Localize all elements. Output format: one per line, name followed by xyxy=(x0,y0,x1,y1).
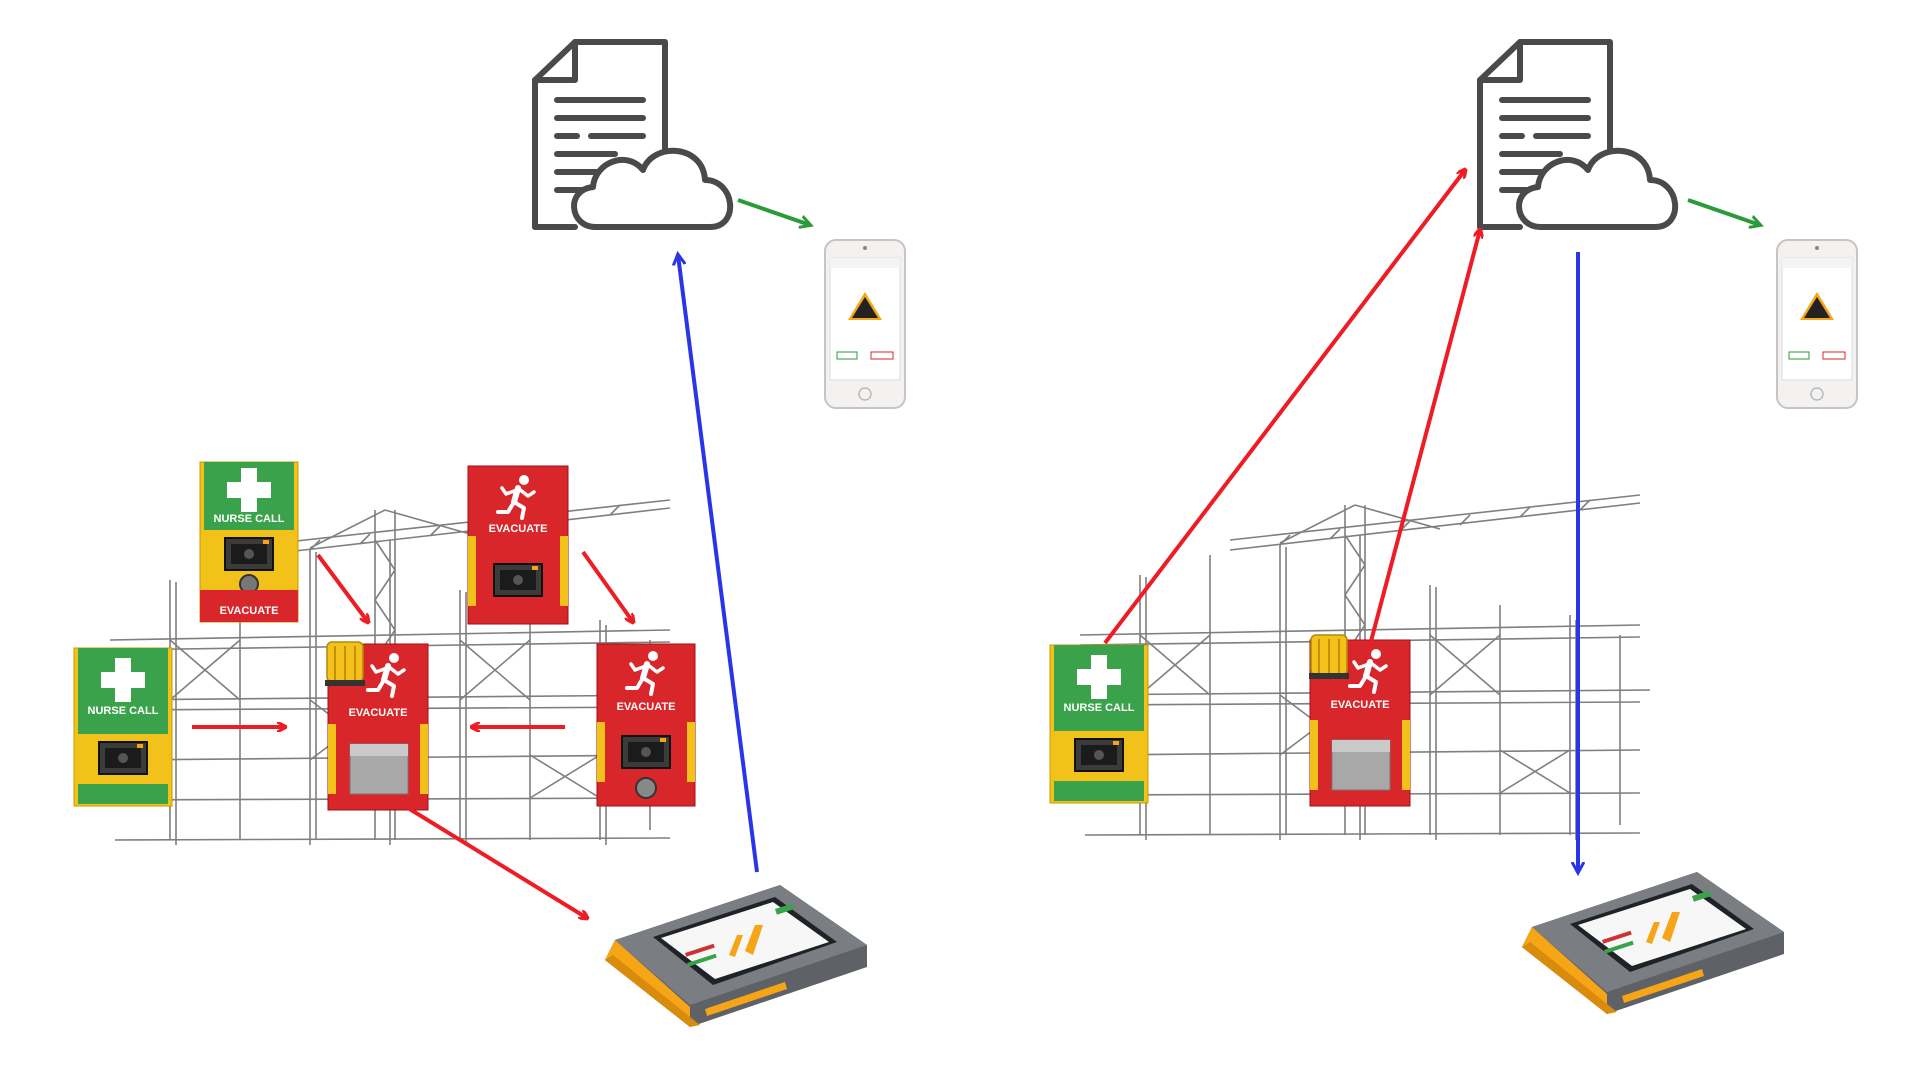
arrow-red xyxy=(1103,170,1465,645)
arrow-red xyxy=(316,553,368,622)
unit-label: NURSE CALL xyxy=(1064,702,1135,714)
unit-label: EVACUATE xyxy=(220,605,279,617)
beacon-icon xyxy=(1308,634,1350,680)
unit-label: NURSE CALL xyxy=(214,513,285,525)
evacuate-unit: EVACUATE xyxy=(596,643,696,807)
arrow-blue xyxy=(678,255,759,873)
document-cloud-icon xyxy=(1480,42,1675,227)
smartphone-icon xyxy=(1776,239,1858,409)
left-scene: NURSE CALL EVACUATE NURSE CALL EVACUATE xyxy=(73,42,906,1027)
unit-label: EVACUATE xyxy=(617,701,676,713)
unit-label: NURSE CALL xyxy=(88,705,159,717)
hub-console-icon xyxy=(1522,872,1784,1014)
nurse-call-unit: NURSE CALL xyxy=(1049,644,1149,804)
arrow-red xyxy=(581,550,633,622)
arrow-green xyxy=(1687,198,1760,225)
arrow-red xyxy=(406,806,587,918)
nurse-call-unit: NURSE CALL xyxy=(73,647,173,807)
unit-label: EVACUATE xyxy=(489,523,548,535)
beacon-icon xyxy=(324,641,366,687)
evacuate-unit: EVACUATE xyxy=(467,465,569,625)
document-cloud-icon xyxy=(535,42,730,227)
right-scene: NURSE CALL EVACUATE xyxy=(1049,42,1858,1014)
hub-console-icon xyxy=(605,885,867,1027)
arrow-green xyxy=(737,198,810,225)
smartphone-icon xyxy=(824,239,906,409)
unit-label: EVACUATE xyxy=(349,707,408,719)
arrow-red xyxy=(1368,230,1480,646)
unit-label: EVACUATE xyxy=(1331,699,1390,711)
nurse-call-unit: NURSE CALL EVACUATE xyxy=(199,461,299,623)
